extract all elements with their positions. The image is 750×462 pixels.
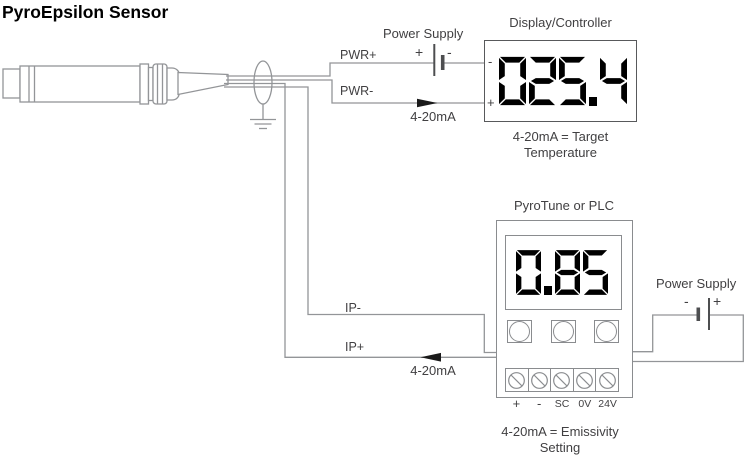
battery-icon-top <box>433 44 445 76</box>
terminal-label-24v: 24V <box>598 398 617 410</box>
pyrotune-label: PyroTune or PLC <box>514 198 614 213</box>
cable-shield-ellipse <box>253 60 273 105</box>
plc-button-2-knob <box>553 321 574 342</box>
display-readout-top <box>498 55 628 107</box>
plc-button-3-knob <box>596 321 617 342</box>
screw-icon <box>553 371 571 389</box>
wire-pwr-minus <box>226 79 484 104</box>
power-supply-label-top: Power Supply <box>383 26 464 41</box>
battery-icon-bottom <box>696 298 710 330</box>
terminal-labels: + - SC 0V 24V <box>505 396 619 411</box>
terminal-plus <box>506 369 529 391</box>
battery-minus-label-top: - <box>447 44 452 60</box>
wire-label-pwr-minus: PWR- <box>340 84 374 98</box>
terminal-label-plus: + <box>512 396 521 411</box>
plc-button-3 <box>594 320 619 343</box>
battery-plus-label-top: + <box>415 44 424 60</box>
display-controller-label: Display/Controller <box>509 15 612 30</box>
caption-top-line1: 4-20mA = Target <box>512 129 609 144</box>
caption-top-line2: Temperature <box>524 145 597 160</box>
screw-icon <box>508 371 526 389</box>
terminal-minus <box>529 369 552 391</box>
sensor-cable <box>177 71 229 96</box>
terminal-label-0v: 0V <box>578 398 592 410</box>
plc-button-1-knob <box>509 321 530 342</box>
current-label-bottom: 4-20mA <box>410 363 456 378</box>
terminal-0v <box>574 369 597 391</box>
wire-label-ip-minus: IP- <box>345 301 361 315</box>
wire-label-pwr-plus: PWR+ <box>340 48 377 62</box>
screw-icon <box>598 371 616 389</box>
terminal-24v <box>596 369 618 391</box>
terminal-strip <box>505 368 619 392</box>
ground-icon <box>250 104 276 130</box>
battery-plus-label-bottom: + <box>713 293 722 309</box>
caption-bottom-line2: Setting <box>539 440 581 455</box>
display-terminal-plus: + <box>487 95 495 110</box>
wire-ip-plus <box>224 82 519 368</box>
screw-icon <box>576 371 593 389</box>
screw-icon <box>530 371 548 389</box>
wire-pwr-plus <box>226 62 434 77</box>
current-label-top: 4-20mA <box>410 109 456 124</box>
current-arrow-left-icon <box>420 352 441 362</box>
battery-minus-label-bottom: - <box>684 293 689 309</box>
display-terminal-minus: - <box>488 54 493 69</box>
plc-button-1 <box>507 320 532 343</box>
power-supply-label-bottom: Power Supply <box>656 276 737 291</box>
current-arrow-right-icon <box>417 98 438 108</box>
display-controller-box: - + <box>484 40 637 122</box>
terminal-label-sc: SC <box>554 398 570 410</box>
caption-bottom-line1: 4-20mA = Emissivity <box>501 424 619 439</box>
wire-label-ip-plus: IP+ <box>345 340 365 354</box>
terminal-label-minus: - <box>537 396 542 411</box>
sensor-probe-icon <box>2 63 180 105</box>
terminal-sc <box>551 369 574 391</box>
page-title: PyroEpsilon Sensor <box>2 2 169 22</box>
plc-button-2 <box>551 320 576 343</box>
display-readout-bottom <box>512 249 612 296</box>
